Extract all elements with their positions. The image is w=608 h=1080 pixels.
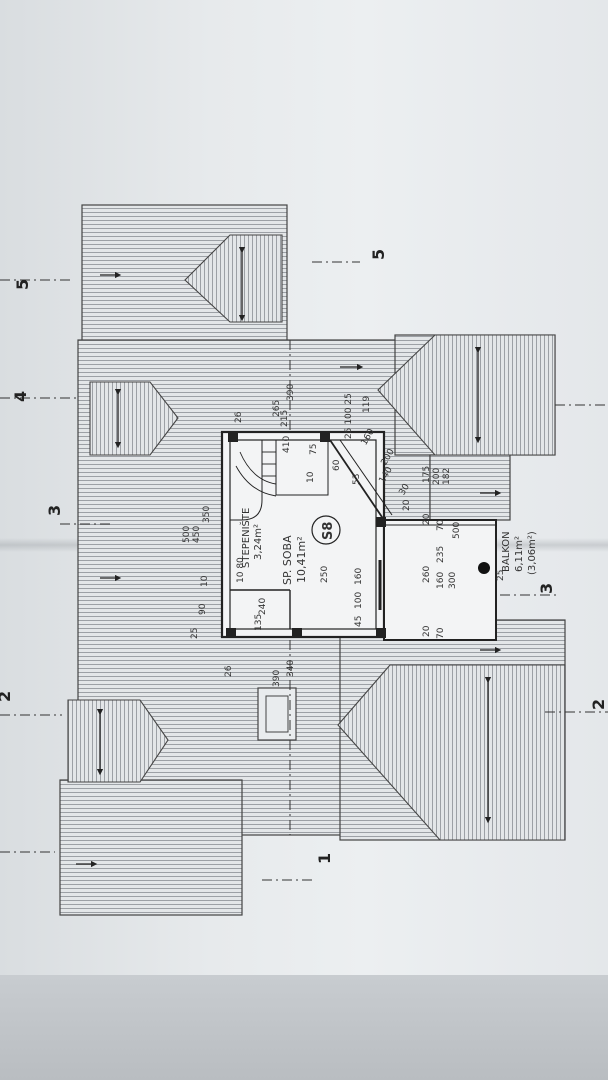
dim-25-balcony: 25 (496, 570, 506, 581)
dim-160-b: 160 (436, 572, 446, 589)
dim-390-top: 390 (286, 384, 296, 401)
stairs-name: STEPENIŠTE (239, 508, 252, 568)
dim-135: 135 (254, 614, 264, 631)
dim-90: 90 (198, 603, 208, 615)
room-number: S8 (321, 522, 336, 540)
room-walls (220, 430, 497, 641)
dim-182: 182 (442, 468, 452, 485)
dim-20-a: 20 (422, 513, 432, 525)
balcony-name: BALKON (501, 531, 512, 572)
dim-53: 53 (352, 474, 362, 485)
stairs-area: 3,24m² (253, 524, 264, 560)
dim-500-left: 500 (182, 526, 192, 543)
dim-250: 250 (320, 566, 330, 583)
axis-label-4-left: 4 (11, 391, 30, 402)
axis-label-1-bottom: 1 (315, 853, 334, 864)
dim-235: 235 (436, 546, 446, 563)
dim-300: 300 (448, 572, 458, 589)
dim-200: 200 (432, 468, 442, 485)
dim-215: 215 (280, 410, 290, 427)
dim-26-top: 26 (234, 411, 244, 423)
axis-label-5-left: 5 (13, 279, 32, 290)
room-area: 10,41m² (295, 536, 308, 583)
roof-dormers (67, 234, 566, 841)
axis-label-2-left: 2 (0, 691, 14, 702)
dim-10-b: 10 (200, 575, 210, 587)
dim-160: 160 (354, 568, 364, 585)
dim-350: 350 (202, 506, 212, 523)
balcony-area: 6,11m² (514, 536, 525, 572)
dim-10-80: 10 80 (236, 557, 246, 583)
dim-70-a: 70 (436, 519, 446, 531)
dim-175: 175 (422, 466, 432, 483)
dim-10-a: 10 (306, 471, 316, 483)
dim-45: 45 (354, 616, 364, 627)
dim-60: 60 (332, 459, 342, 471)
dim-240: 240 (258, 598, 268, 615)
dim-100: 100 (354, 592, 364, 609)
axis-label-3-left: 3 (45, 505, 64, 516)
balcony-area-half: (3,06m²) (527, 531, 538, 575)
dim-70-b: 70 (436, 627, 446, 639)
dim-20-b: 20 (422, 625, 432, 637)
dim-260: 260 (422, 566, 432, 583)
axis-label-2-right: 2 (589, 699, 608, 710)
roof-slope-arrows (76, 246, 502, 868)
dim-20-c: 20 (402, 499, 412, 511)
dim-75: 75 (309, 444, 319, 455)
dim-119: 119 (362, 396, 372, 413)
dim-450: 450 (192, 526, 202, 543)
dim-340: 340 (286, 660, 296, 677)
dim-500-right: 500 (452, 522, 462, 539)
dim-410: 410 (282, 436, 292, 453)
dim-265: 265 (272, 400, 282, 417)
table-surface (0, 975, 608, 1080)
axis-label-3-right: 3 (537, 583, 556, 594)
axis-label-5-right: 5 (369, 249, 388, 260)
dim-26-bottom: 26 (224, 665, 234, 677)
dim-25-100-25: 25 100 25 (344, 393, 354, 439)
dim-25-left: 25 (190, 628, 200, 639)
room-name: SP. SOBA (281, 535, 294, 585)
dim-390-bottom: 390 (272, 670, 282, 687)
